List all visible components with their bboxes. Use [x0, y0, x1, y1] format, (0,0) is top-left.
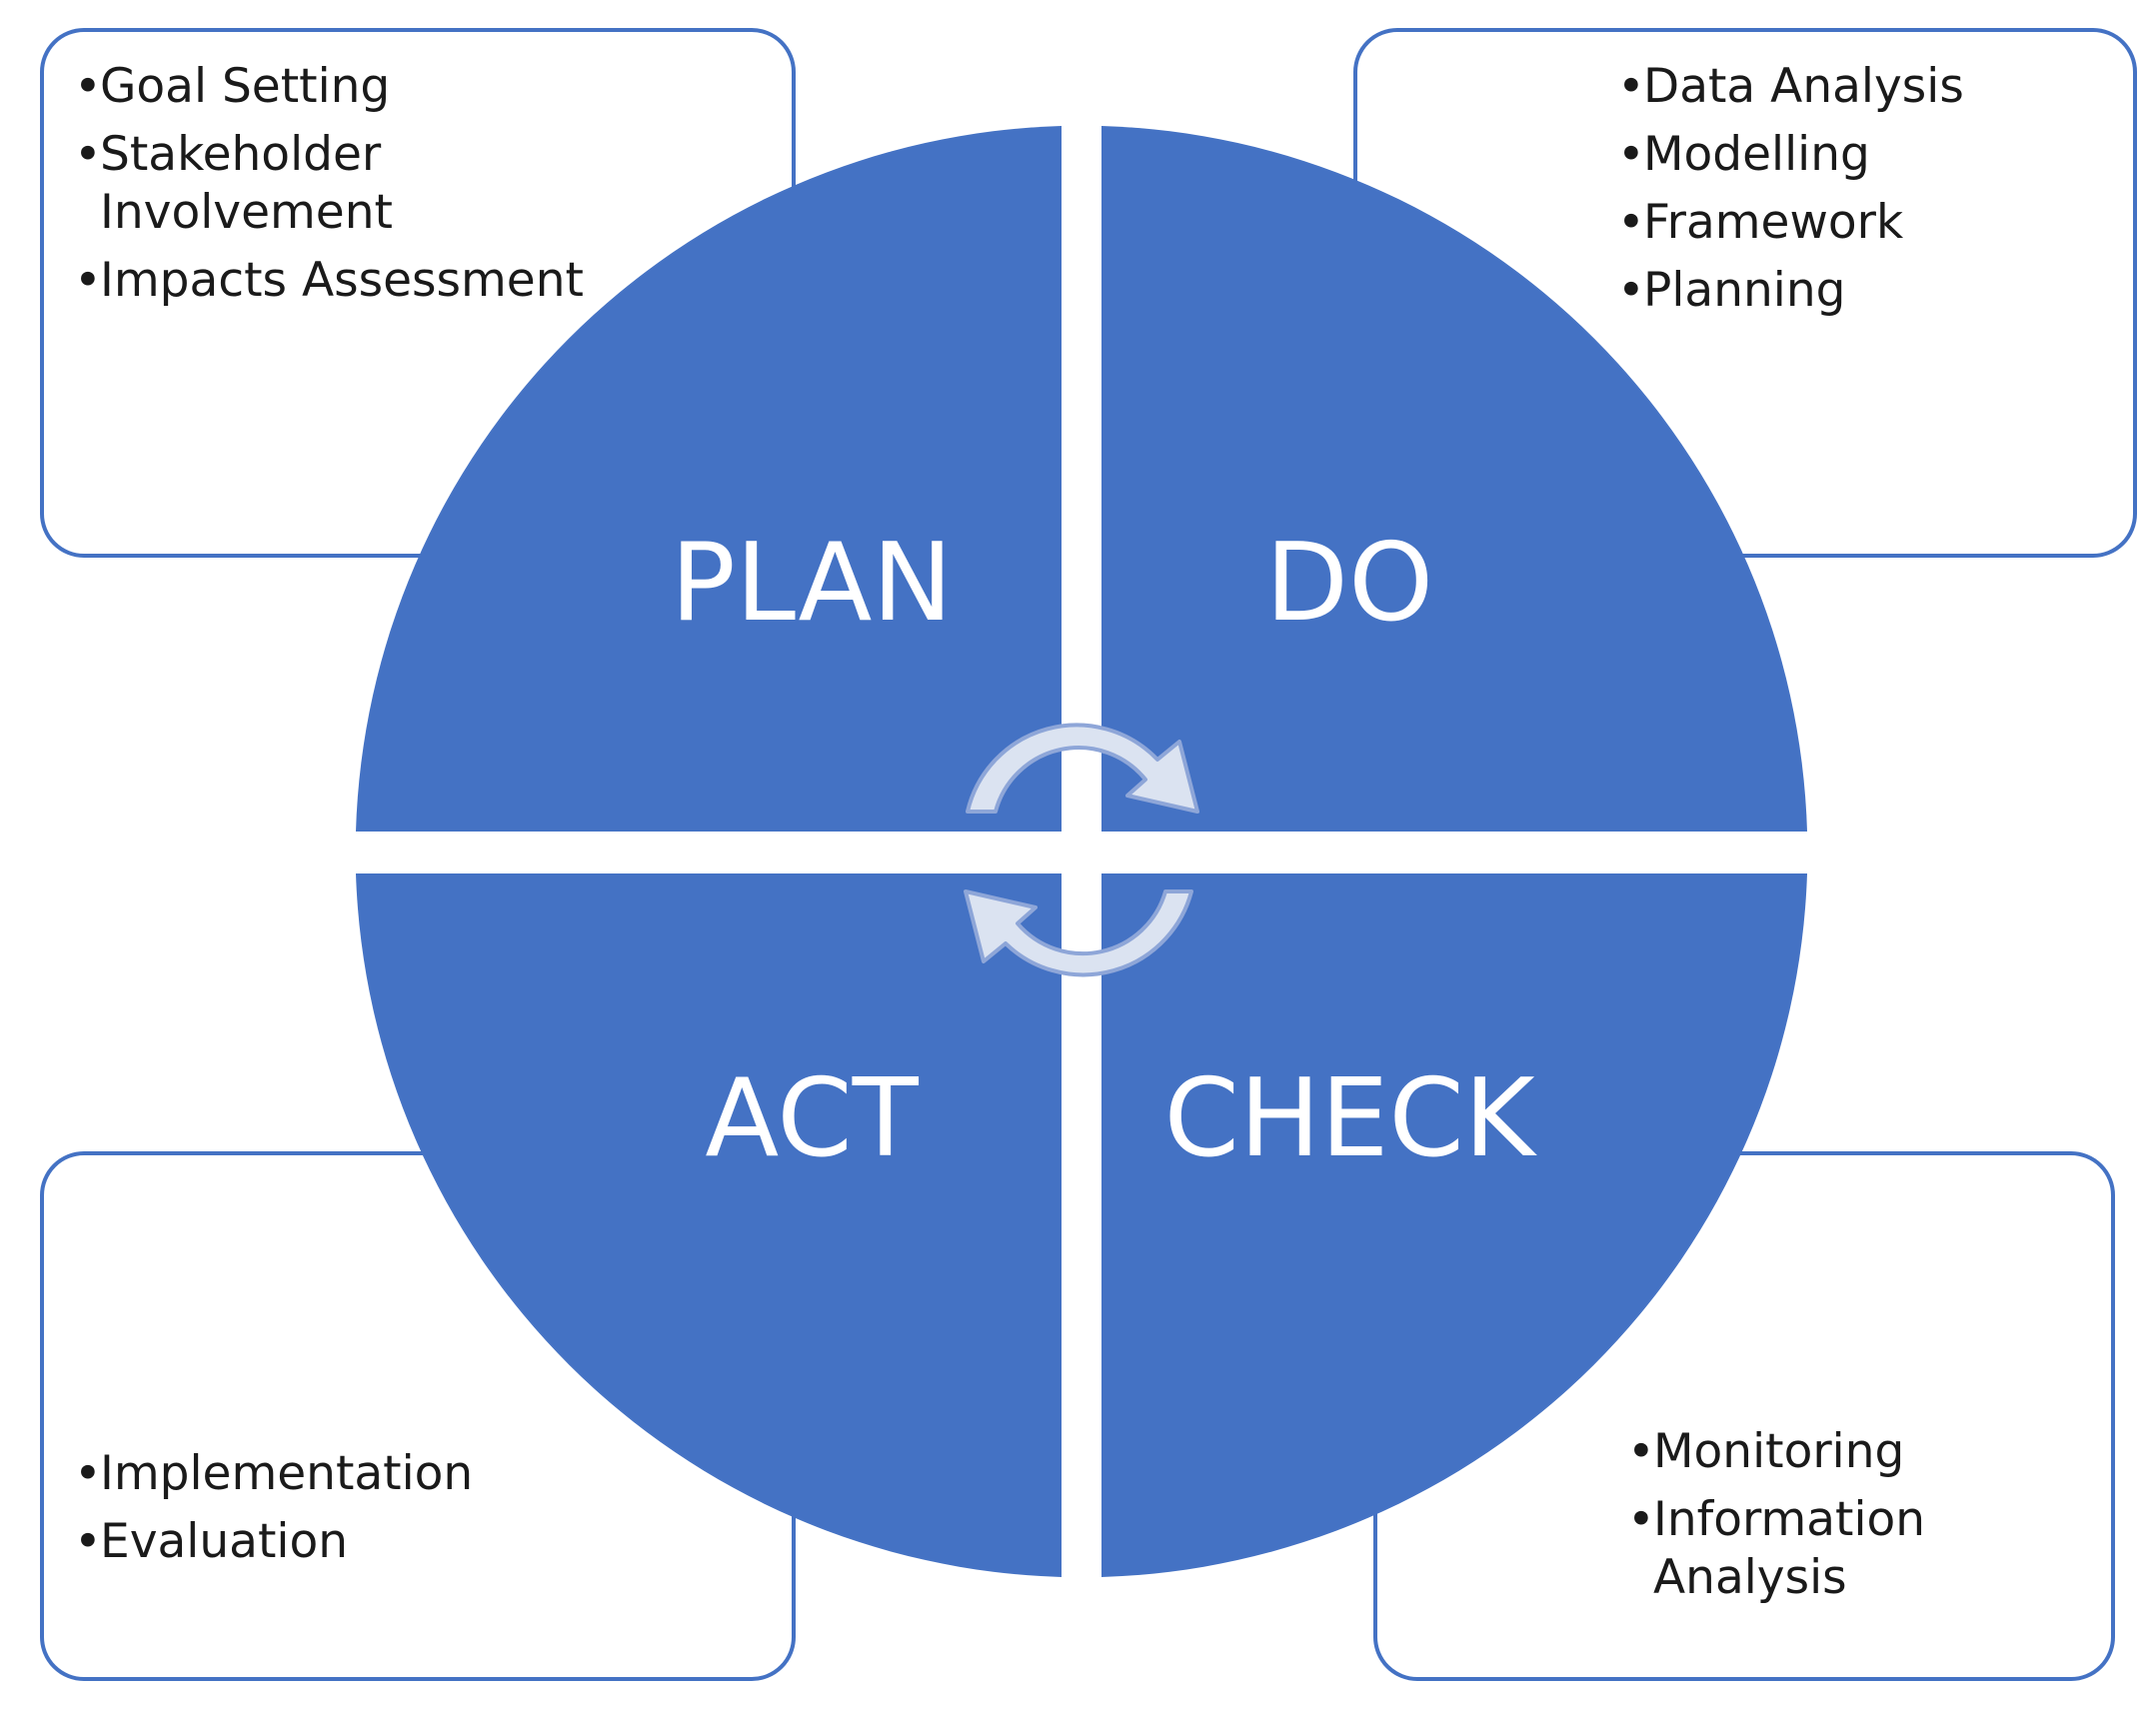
cycle-arrow-bottom-icon	[964, 889, 1193, 977]
plan-bullet-list: •Goal Setting •Stakeholder Involvement •…	[74, 58, 594, 320]
list-item: •Impacts Assessment	[74, 253, 584, 308]
list-item: •Goal Setting	[74, 59, 391, 114]
list-item: •Framework	[1617, 195, 1904, 250]
do-bullet-list: •Data Analysis •Modelling •Framework •Pl…	[1617, 58, 2117, 330]
act-bullet-list: •Implementation •Evaluation	[74, 1445, 674, 1581]
act-quadrant	[356, 873, 1062, 1577]
list-item: •Implementation	[74, 1446, 474, 1501]
cycle-arrow-top-icon	[966, 723, 1199, 814]
list-item: •Planning	[1617, 263, 1846, 318]
do-quadrant	[1101, 126, 1807, 832]
list-item: •Data Analysis	[1617, 59, 1964, 114]
list-item: •Information Analysis	[1627, 1492, 1926, 1605]
check-label: CHECK	[1163, 1056, 1537, 1181]
do-label: DO	[1265, 521, 1433, 646]
list-item: •Evaluation	[74, 1514, 348, 1569]
plan-label: PLAN	[671, 521, 953, 646]
list-item: •Monitoring	[1627, 1424, 1905, 1479]
list-item: •Modelling	[1617, 127, 1870, 182]
check-quadrant	[1101, 873, 1807, 1577]
act-label: ACT	[705, 1056, 919, 1181]
list-item: •Stakeholder Involvement	[74, 127, 393, 240]
plan-quadrant	[356, 126, 1062, 832]
check-bullet-list: •Monitoring •Information Analysis	[1627, 1423, 2097, 1617]
